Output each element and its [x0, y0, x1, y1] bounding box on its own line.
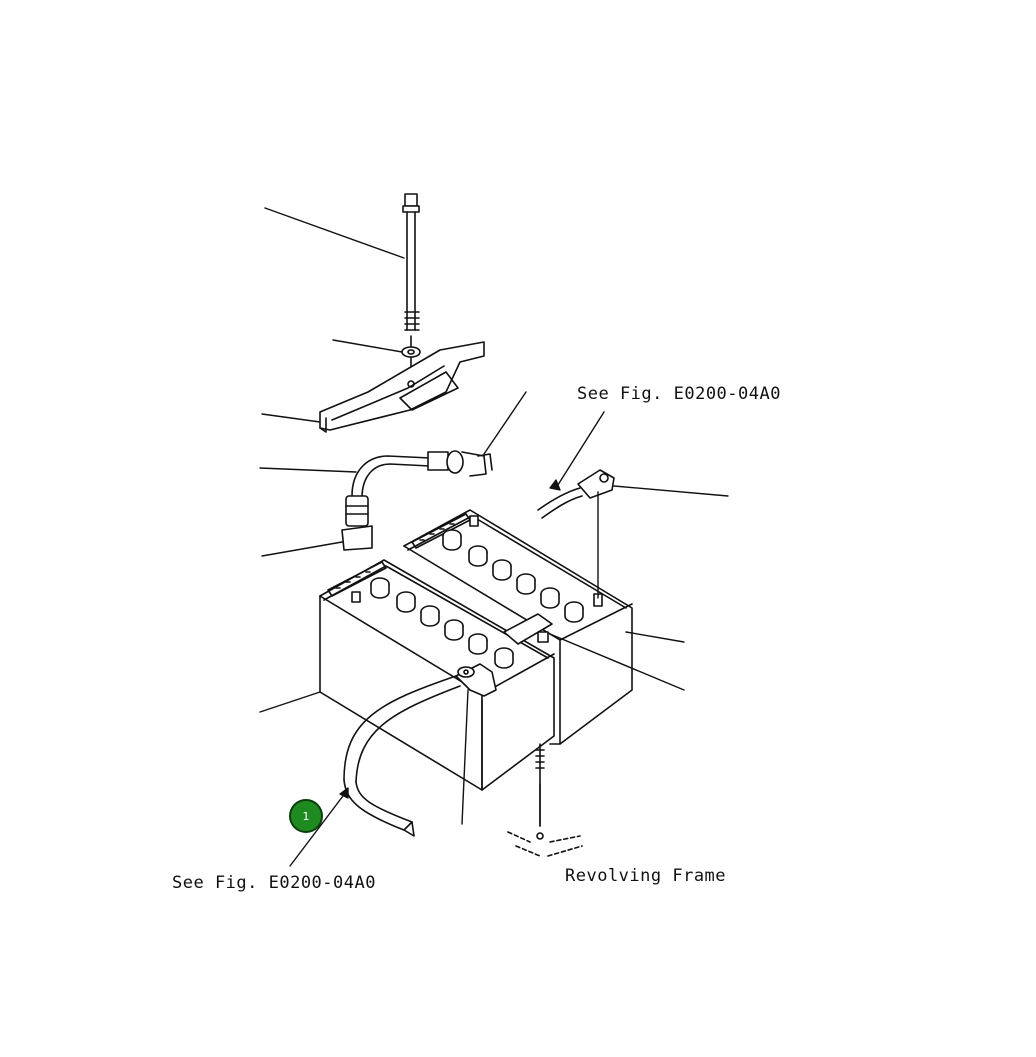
leader-lines	[259, 207, 729, 827]
revolving-frame-label: Revolving Frame	[565, 866, 727, 886]
see-fig-label-bottom: See Fig. E0200-04A0	[172, 873, 376, 893]
part-callout-1[interactable]: 1	[289, 799, 323, 833]
rear-battery-terminals	[469, 515, 603, 607]
positive-cable	[341, 450, 493, 551]
front-battery-caps	[370, 577, 514, 669]
see-fig-label-top: See Fig. E0200-04A0	[577, 384, 781, 404]
battery-link-bar	[503, 613, 553, 645]
upper-terminal-clamp	[537, 469, 615, 519]
washer	[401, 346, 421, 358]
rear-battery-caps	[442, 529, 584, 623]
hold-down-bracket	[319, 341, 485, 433]
negative-terminal-clamp	[455, 663, 497, 697]
hold-down-rod	[402, 193, 420, 385]
reference-arrows	[289, 411, 605, 867]
ground-cable	[343, 675, 461, 837]
